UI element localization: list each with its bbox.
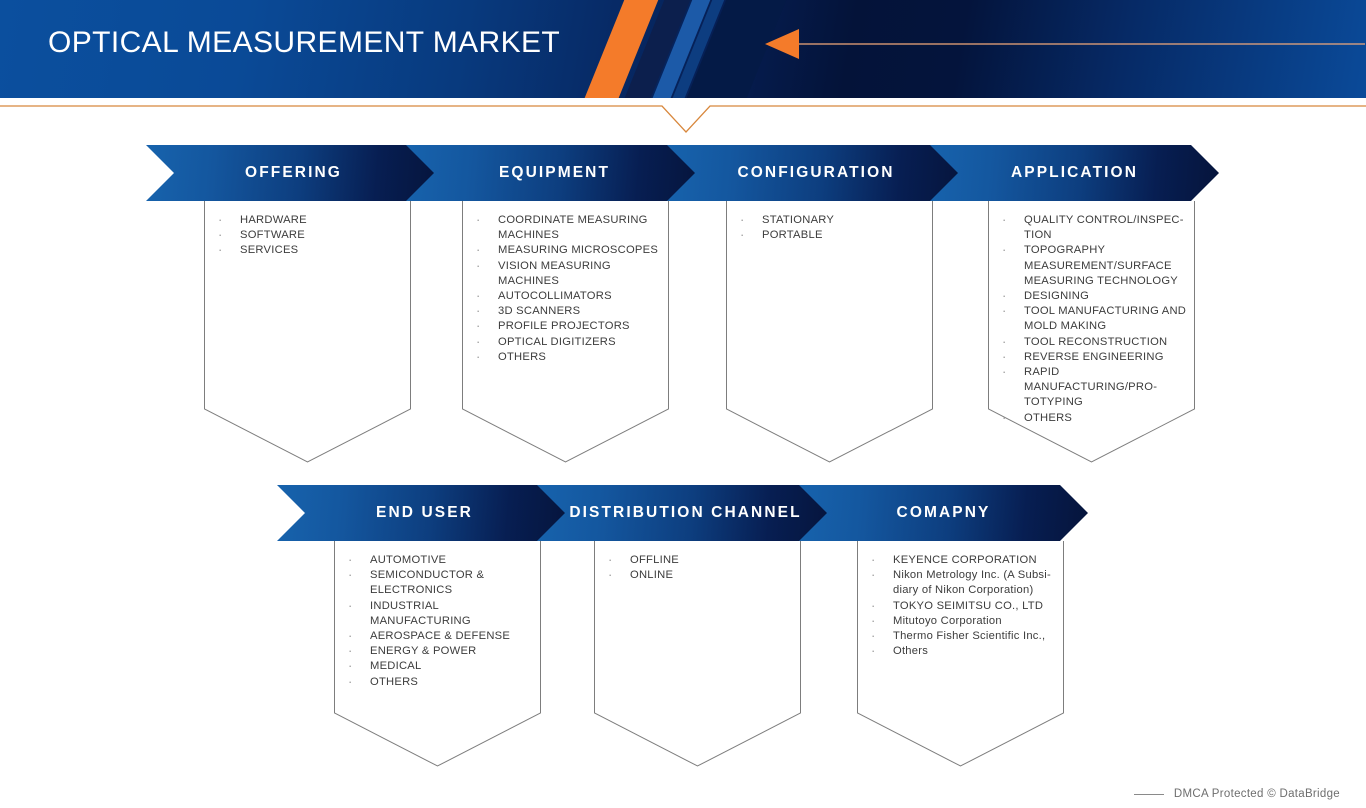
segment-list-configuration: STATIONARYPORTABLE (734, 212, 927, 243)
page-title: OPTICAL MEASUREMENT MARKET (48, 26, 561, 59)
list-item: AUTOMOTIVE (342, 552, 535, 568)
list-item: MEDICAL (342, 658, 535, 674)
list-item: AUTOCOLLIMATORS (470, 288, 663, 304)
list-item: AEROSPACE & DEFENSE (342, 628, 535, 644)
list-item: HARDWARE (212, 212, 405, 228)
list-item: COORDINATE MEASURING MACHINES (470, 212, 663, 243)
list-item: OTHERS (470, 349, 663, 365)
left-arrow-icon (765, 29, 1365, 59)
page-header: OPTICAL MEASUREMENT MARKET (0, 0, 1366, 98)
segment-panel-comapny: KEYENCE CORPORATIONNikon Metrology Inc. … (857, 541, 1064, 767)
segment-banner-comapny[interactable]: COMAPNY (799, 485, 1088, 541)
segment-title: DISTRIBUTION CHANNEL (569, 504, 802, 521)
list-item: RAPID MANUFACTURING/PRO­TOTYPING (996, 364, 1189, 411)
list-item: INDUSTRIAL MANUFACTURING (342, 598, 535, 629)
footer-text: DMCA Protected © DataBridge (1173, 788, 1340, 800)
segment-banner-offering[interactable]: OFFERING (146, 145, 441, 201)
segment-panel-offering: HARDWARESOFTWARESERVICES (204, 201, 411, 463)
segment-banner-application[interactable]: APPLICATION (930, 145, 1219, 201)
list-item: ONLINE (602, 567, 795, 583)
list-item: STATIONARY (734, 212, 927, 228)
segment-title: APPLICATION (1010, 164, 1138, 181)
list-item: SEMICONDUCTOR & ELECTRO­NICS (342, 567, 535, 598)
list-item: Mitutoyo Corporation (865, 613, 1058, 629)
segment-banner-distribution-channel[interactable]: DISTRIBUTION CHANNEL (537, 485, 834, 541)
segment-banner-end-user[interactable]: END USER (277, 485, 572, 541)
footer-dash-icon (1133, 793, 1164, 795)
list-item: OTHERS (996, 410, 1189, 426)
list-item: SERVICES (212, 242, 405, 258)
segment-title: EQUIPMENT (498, 164, 611, 181)
segment-list-comapny: KEYENCE CORPORATIONNikon Metrology Inc. … (865, 552, 1058, 659)
footer: DMCA Protected © DataBridge (1133, 788, 1340, 800)
list-item: OFFLINE (602, 552, 795, 568)
list-item: Nikon Metrology Inc. (A Subsi­diary of N… (865, 567, 1058, 598)
list-item: SOFTWARE (212, 227, 405, 243)
list-item: TOPOGRAPHY MEASUREMEN­T/SURFACE MEASURIN… (996, 242, 1189, 289)
list-item: 3D SCANNERS (470, 303, 663, 319)
segment-list-distribution-channel: OFFLINEONLINE (602, 552, 795, 583)
segment-title: END USER (376, 504, 473, 521)
segment-list-equipment: COORDINATE MEASURING MACHINESMEASURING M… (470, 212, 663, 365)
segment-list-end-user: AUTOMOTIVESEMICONDUCTOR & ELECTRO­NICSIN… (342, 552, 535, 690)
list-item: TOOL RECONSTRUCTION (996, 334, 1189, 350)
segment-title: COMAPNY (896, 504, 991, 521)
list-item: TOKYO SEIMITSU CO., LTD (865, 598, 1058, 614)
list-item: KEYENCE CORPORATION (865, 552, 1058, 568)
list-item: MEASURING MICROSCOPES (470, 242, 663, 258)
list-item: OTHERS (342, 674, 535, 690)
segment-banner-configuration[interactable]: CONFIGURATION (667, 145, 965, 201)
segment-panel-end-user: AUTOMOTIVESEMICONDUCTOR & ELECTRO­NICSIN… (334, 541, 541, 767)
segment-panel-configuration: STATIONARYPORTABLE (726, 201, 933, 463)
segment-panel-distribution-channel: OFFLINEONLINE (594, 541, 801, 767)
segment-list-offering: HARDWARESOFTWARESERVICES (212, 212, 405, 259)
orange-divider-rule (0, 105, 1366, 133)
segment-panel-application: QUALITY CONTROL/INSPEC­TIONTOPOGRAPHY ME… (988, 201, 1195, 463)
list-item: TOOL MANUFACTURING AND MOLD MAKING (996, 303, 1189, 334)
list-item: QUALITY CONTROL/INSPEC­TION (996, 212, 1189, 243)
list-item: PROFILE PROJECTORS (470, 318, 663, 334)
list-item: ENERGY & POWER (342, 643, 535, 659)
list-item: Others (865, 643, 1058, 659)
segment-list-application: QUALITY CONTROL/INSPEC­TIONTOPOGRAPHY ME… (996, 212, 1189, 426)
segment-title: OFFERING (245, 164, 342, 181)
segment-panel-equipment: COORDINATE MEASURING MACHINESMEASURING M… (462, 201, 669, 463)
list-item: OPTICAL DIGITIZERS (470, 334, 663, 350)
list-item: VISION MEASURING MACHINES (470, 258, 663, 289)
segment-title: CONFIGURATION (737, 164, 895, 181)
list-item: DESIGNING (996, 288, 1189, 304)
list-item: PORTABLE (734, 227, 927, 243)
list-item: Thermo Fisher Scientific Inc., (865, 628, 1058, 644)
list-item: REVERSE ENGINEERING (996, 349, 1189, 365)
segment-banner-equipment[interactable]: EQUIPMENT (406, 145, 703, 201)
